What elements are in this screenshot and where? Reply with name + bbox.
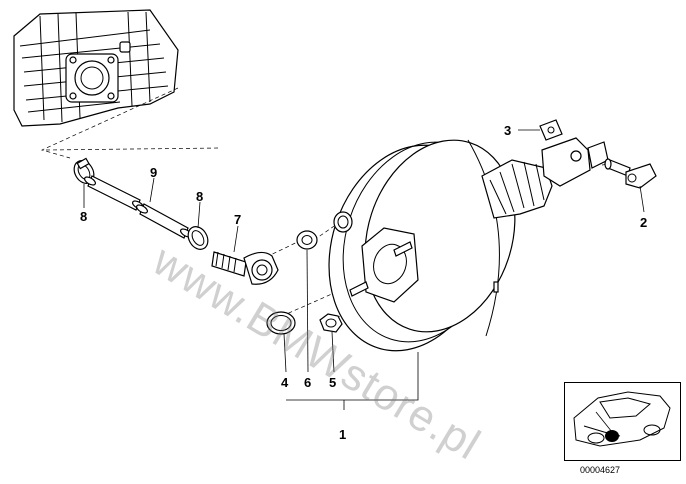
callout-5: 5 xyxy=(329,375,337,390)
reference-number: 00004627 xyxy=(580,465,621,475)
callout-6: 6 xyxy=(304,375,312,390)
hose-clamp-lower xyxy=(187,226,209,250)
vehicle-reference-frame xyxy=(564,382,681,461)
grommet xyxy=(296,230,318,250)
vehicle-location-thumbnail xyxy=(573,391,671,447)
servo-location-marker xyxy=(605,430,619,442)
hex-nut xyxy=(319,313,343,333)
sealing-ring xyxy=(266,311,296,335)
clevis-pin xyxy=(604,158,657,189)
check-valve-fitting xyxy=(211,251,279,285)
brake-servo xyxy=(328,137,609,352)
leader-lines xyxy=(83,129,645,410)
clevis-clip xyxy=(539,119,563,141)
callout-1: 1 xyxy=(339,427,347,442)
callout-3: 3 xyxy=(504,123,512,138)
callout-2: 2 xyxy=(640,215,648,230)
vacuum-hose xyxy=(83,175,193,239)
intake-manifold xyxy=(13,9,179,127)
callout-9: 9 xyxy=(150,165,158,180)
callout-4: 4 xyxy=(281,375,289,390)
callout-7: 7 xyxy=(234,212,242,227)
callout-8-upper: 8 xyxy=(80,209,88,224)
callout-8-lower: 8 xyxy=(196,189,204,204)
